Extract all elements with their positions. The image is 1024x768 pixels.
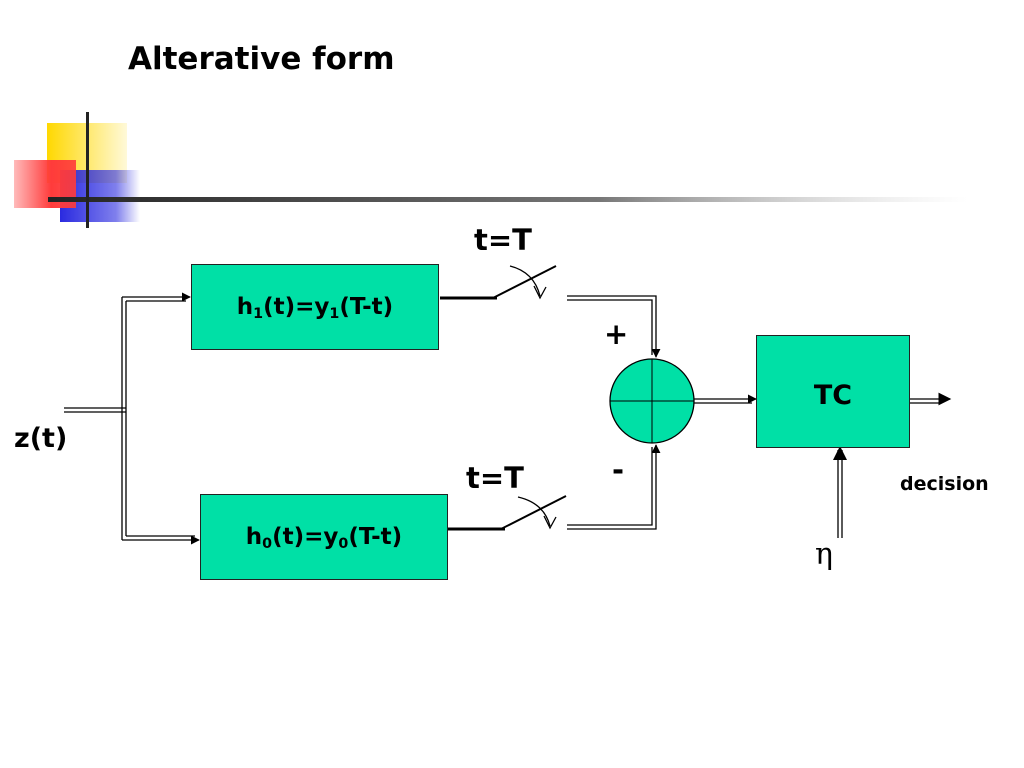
decorative-corner-graphic xyxy=(14,112,968,228)
matched-filter-h1-block: h1(t)=y1(T-t) xyxy=(191,264,439,350)
input-signal-label: z(t) xyxy=(14,423,68,454)
threshold-symbol: η xyxy=(815,537,833,572)
threshold-arrow-head xyxy=(833,446,847,460)
arrow-to-bottom-filter xyxy=(122,535,200,545)
sampler-switch-top xyxy=(440,265,557,300)
arrow-decision-output xyxy=(910,392,952,406)
bottom-branch-to-summer xyxy=(567,444,661,530)
filter-h0-label: h0(t)=y0(T-t) xyxy=(245,524,403,552)
sum-plus-sign: + xyxy=(604,317,629,351)
arrow-threshold-to-tc xyxy=(837,450,843,538)
deco-vertical-rule xyxy=(86,112,89,228)
arrow-summer-to-tc xyxy=(694,394,757,404)
comparator-label: TC xyxy=(813,380,853,411)
input-line xyxy=(64,407,126,413)
top-branch-to-summer xyxy=(567,295,661,358)
sampler-switch-bottom xyxy=(448,495,567,531)
deco-horizontal-rule xyxy=(48,197,968,202)
summing-junction xyxy=(609,358,695,444)
sum-minus-sign: - xyxy=(612,453,625,487)
page-title: Alterative form xyxy=(128,41,395,77)
switch-bottom-label: t=T xyxy=(466,461,524,495)
filter-h1-label: h1(t)=y1(T-t) xyxy=(236,294,394,322)
output-decision-label: decision xyxy=(900,473,989,495)
split-line xyxy=(121,297,127,540)
switch-top-label: t=T xyxy=(474,223,532,257)
threshold-comparator-block: TC xyxy=(756,335,910,448)
arrow-to-top-filter xyxy=(122,292,191,302)
matched-filter-h0-block: h0(t)=y0(T-t) xyxy=(200,494,448,580)
